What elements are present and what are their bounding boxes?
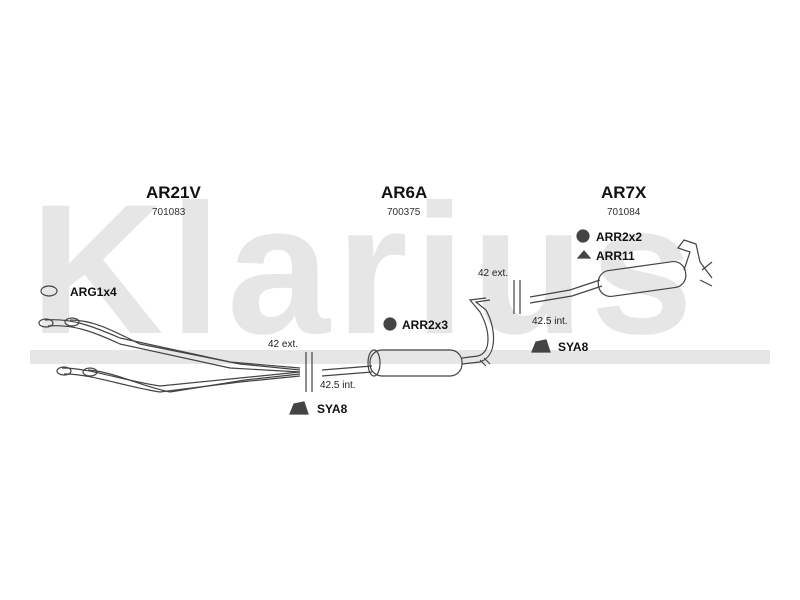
rear-tailpipe-tip [699, 261, 713, 287]
downpipe-lower-inner [63, 373, 301, 393]
part-code-ar6a: AR6A [381, 183, 428, 202]
centre-hanger [479, 357, 491, 367]
downpipe-lower [61, 367, 301, 387]
flange-1 [38, 318, 54, 328]
joint-left-clamp [305, 352, 313, 392]
flange-3 [56, 366, 72, 376]
centre-silencer [369, 349, 463, 377]
clamp-arr2x2-icon [576, 229, 590, 243]
rear-silencer [597, 260, 687, 298]
mount-sya8-right-icon [531, 339, 551, 353]
joint-right-clamp [513, 280, 521, 314]
label-left-int: 42.5 int. [320, 380, 356, 391]
flange-4 [82, 367, 98, 377]
rear-pipe-in [529, 279, 601, 298]
part-number-ar21v: 701083 [152, 207, 186, 218]
label-arr2x3: ARR2x3 [402, 318, 449, 332]
downpipe-upper [44, 319, 301, 369]
part-code-ar7x: AR7X [601, 183, 647, 202]
downpipe-bottom [87, 369, 301, 393]
label-arr2x2: ARR2x2 [596, 230, 643, 244]
watermark-bar [30, 350, 770, 364]
mount-sya8-left-icon [289, 401, 309, 415]
centre-pipe-in [321, 365, 373, 371]
centre-pipe-in-2 [321, 371, 373, 377]
downpipe-upper-inner [47, 325, 301, 373]
watermark-logo: Klarius [30, 167, 700, 373]
clamp-arr2x3-icon [383, 317, 397, 331]
label-right-ext: 42 ext. [478, 268, 509, 279]
part-code-ar21v: AR21V [146, 183, 201, 202]
centre-pipe-out [461, 297, 489, 359]
flange-2 [64, 317, 80, 327]
ring-arr11-icon [576, 250, 592, 259]
gasket-arg1x4 [40, 285, 58, 297]
downpipe-mid [69, 319, 301, 371]
label-left-ext: 42 ext. [268, 339, 299, 350]
part-number-ar6a: 700375 [387, 207, 421, 218]
label-arr11: ARR11 [596, 249, 635, 263]
rear-pipe-in-2 [529, 285, 603, 304]
label-right-int: 42.5 int. [532, 316, 568, 327]
label-sya8-right: SYA8 [558, 340, 589, 354]
label-sya8-left: SYA8 [317, 402, 348, 416]
part-number-ar7x: 701084 [607, 207, 641, 218]
rear-tailpipe [677, 239, 713, 279]
centre-silencer-end [367, 349, 381, 377]
label-arg1x4: ARG1x4 [70, 285, 117, 299]
